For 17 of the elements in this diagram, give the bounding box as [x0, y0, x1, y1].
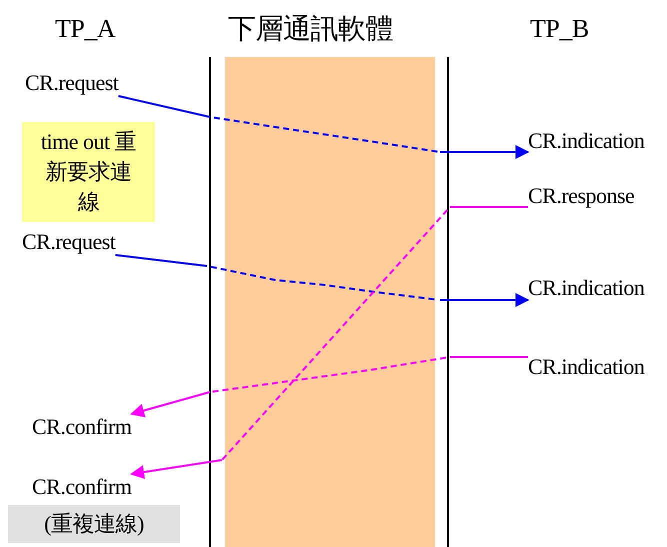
- column-header: TP_A: [55, 14, 116, 44]
- message-arrow: [118, 95, 530, 159]
- column-header: TP_B: [530, 14, 589, 44]
- message-label: CR.response: [528, 183, 634, 209]
- message-label: CR.request: [22, 229, 116, 255]
- note-box: (重複連線): [8, 505, 180, 543]
- message-label: CR.request: [25, 70, 118, 96]
- column-header: 下層通訊軟體: [228, 13, 393, 47]
- message-arrow: [115, 254, 530, 307]
- message-label: CR.indication: [528, 128, 644, 154]
- message-arrow: [130, 206, 528, 479]
- note-box: time out 重新要求連線: [22, 122, 155, 222]
- message-label: CR.confirm: [32, 474, 132, 500]
- message-label: CR.indication: [528, 275, 644, 301]
- message-label: CR.confirm: [32, 414, 132, 440]
- message-arrow: [130, 356, 528, 418]
- message-label: CR.indication: [528, 354, 644, 380]
